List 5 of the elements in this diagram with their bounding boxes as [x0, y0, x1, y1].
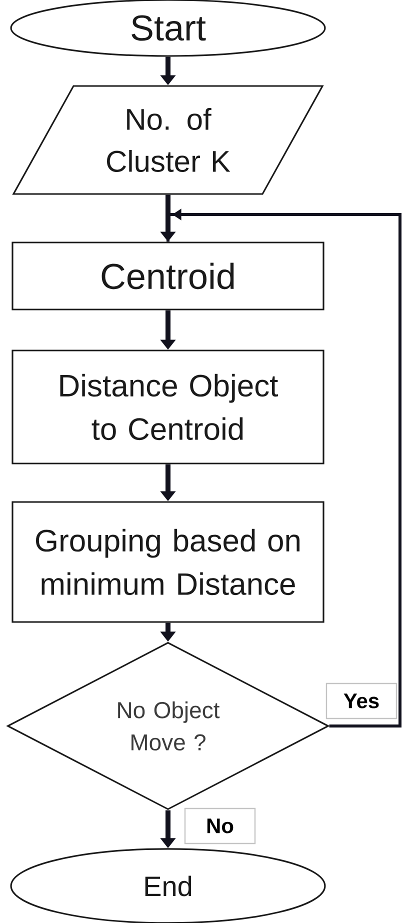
- process-box: Distance Object to Centroid: [12, 350, 324, 464]
- process-box: Grouping based on minimum Distance: [12, 501, 324, 623]
- process-box: Centroid: [12, 242, 324, 310]
- edge-label: Yes: [326, 682, 398, 720]
- edge-label: No: [184, 808, 256, 844]
